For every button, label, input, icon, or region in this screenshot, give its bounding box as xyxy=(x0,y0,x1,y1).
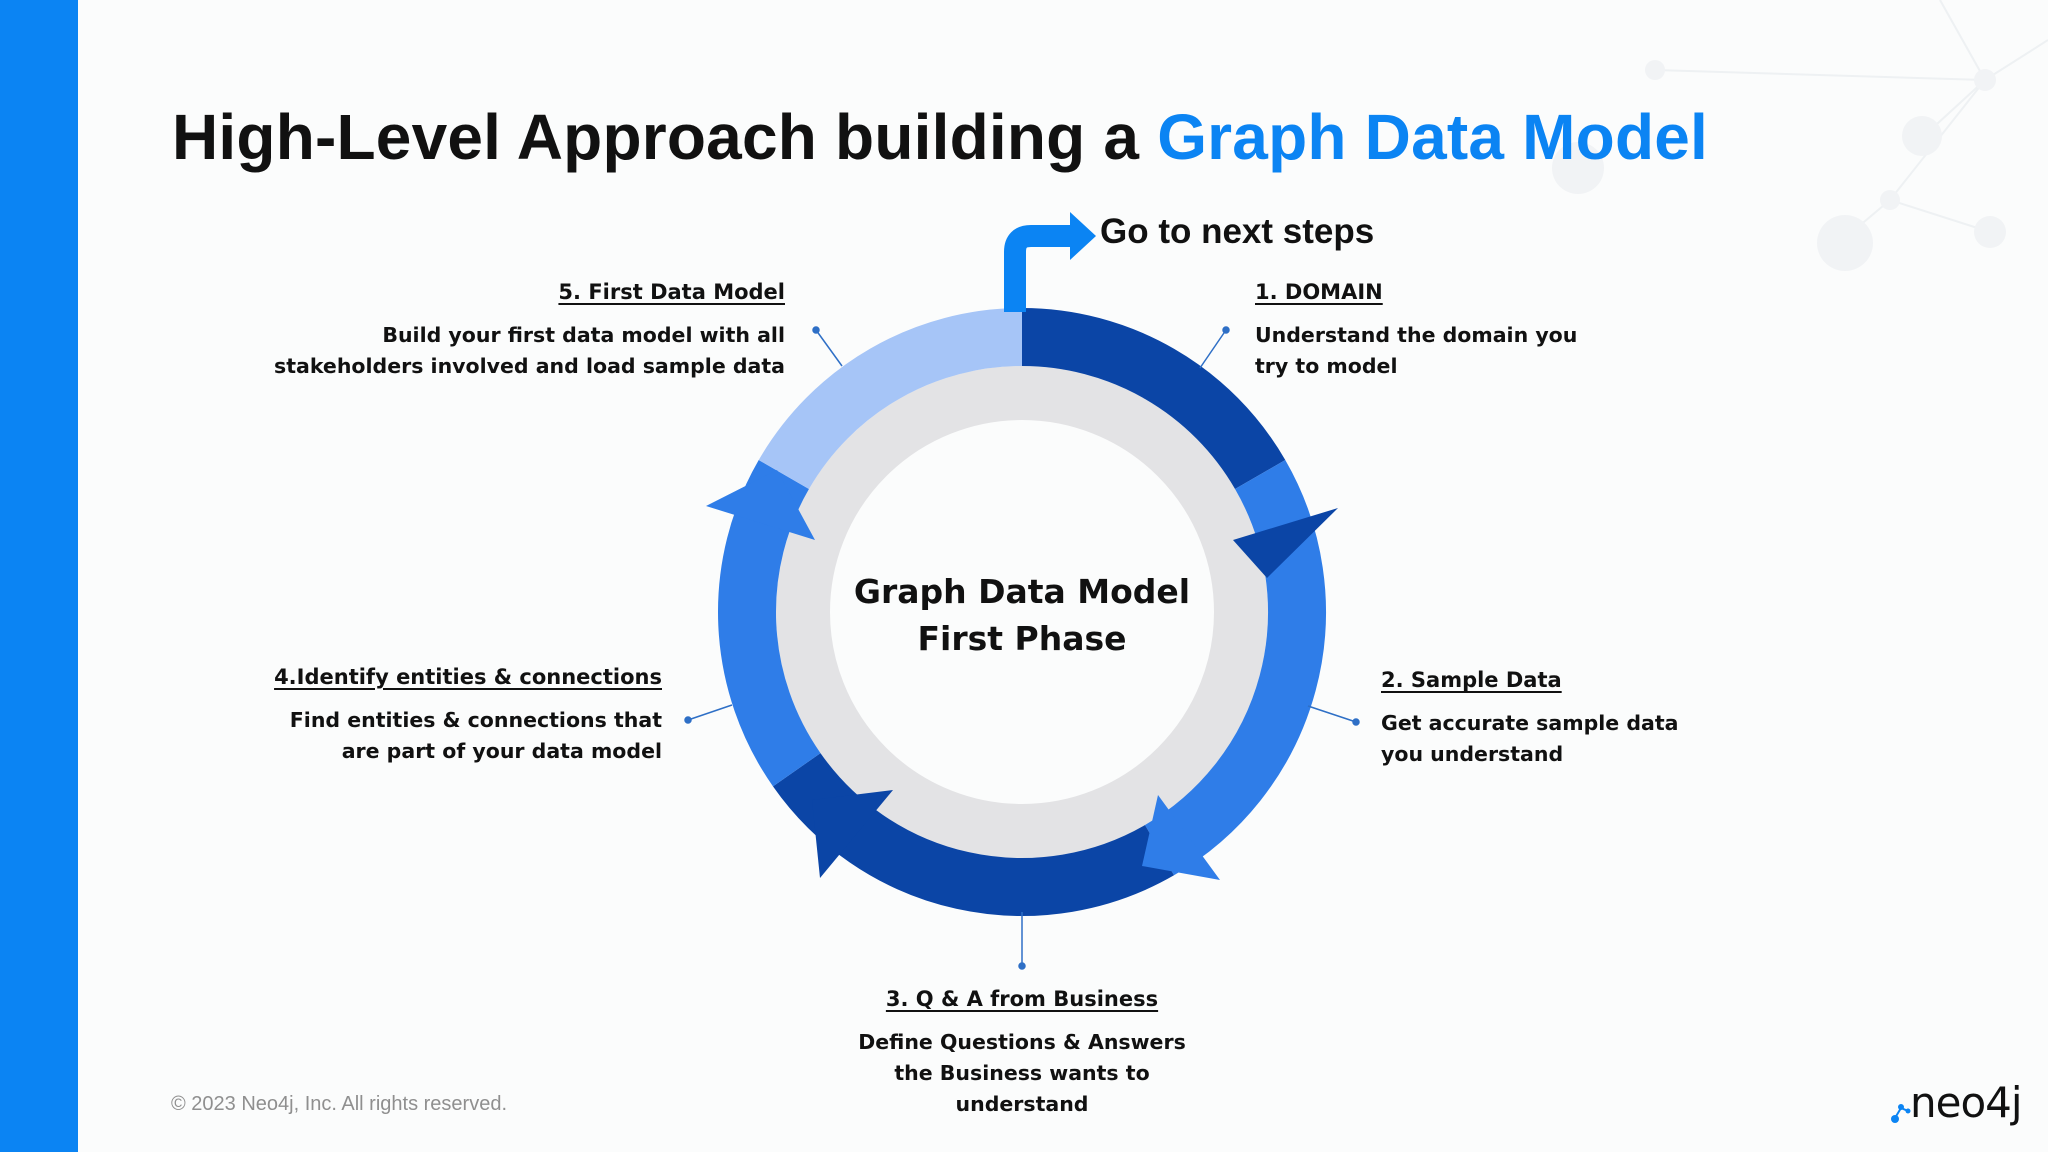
copyright-text: © 2023 Neo4j, Inc. All rights reserved. xyxy=(171,1093,508,1115)
connector-entities xyxy=(687,704,733,721)
connector-first-model-dot xyxy=(812,326,820,334)
step-desc: Understand the domain you try to model xyxy=(1255,320,1577,382)
step-desc-line: Understand the domain you xyxy=(1255,323,1578,347)
logo-wordmark: neo4j xyxy=(1910,1078,2023,1127)
inner-ring xyxy=(776,366,1268,858)
step-desc: Get accurate sample data you understand xyxy=(1381,708,1678,770)
connector-first-model xyxy=(815,329,843,367)
next-steps-arrow-shaft xyxy=(1004,225,1072,312)
step-desc-line: understand xyxy=(955,1092,1089,1116)
step-title: 2. Sample Data xyxy=(1381,668,1562,692)
step-desc-line: stakeholders involved and load sample da… xyxy=(274,354,785,378)
arrowhead-qa xyxy=(812,790,893,878)
step-title: 4.Identify entities & connections xyxy=(274,665,662,689)
step-qa-business: 3. Q & A from Business Define Questions … xyxy=(822,985,1222,1120)
step-desc-line: you understand xyxy=(1381,742,1564,766)
step-identify-entities: 4.Identify entities & connections Find e… xyxy=(262,663,662,767)
step-desc-line: the Business wants to xyxy=(894,1061,1150,1085)
segment-domain xyxy=(1021,308,1286,490)
segment-first-model xyxy=(758,308,1023,490)
neo4j-logo: neo4j xyxy=(1890,1078,2023,1128)
center-label-line2: First Phase xyxy=(917,619,1127,658)
step-title: 1. DOMAIN xyxy=(1255,280,1383,304)
connector-sample-data xyxy=(1307,705,1357,723)
left-accent-bar xyxy=(0,0,78,1152)
center-label: Graph Data Model First Phase xyxy=(822,568,1222,662)
next-steps-label: Go to next steps xyxy=(1100,212,1375,251)
connector-sample-data-dot xyxy=(1352,718,1360,726)
connector-entities-dot xyxy=(684,716,692,724)
step-desc-line: try to model xyxy=(1255,354,1398,378)
connector-qa-dot xyxy=(1018,962,1026,970)
step-desc: Find entities & connections that are par… xyxy=(262,705,662,767)
connector-domain xyxy=(1199,329,1227,369)
slide-title: High-Level Approach building a Graph Dat… xyxy=(172,100,1708,174)
next-steps-arrowhead xyxy=(1070,212,1096,260)
step-title: 3. Q & A from Business xyxy=(885,987,1159,1011)
title-accent: Graph Data Model xyxy=(1157,101,1709,173)
step-desc-line: Get accurate sample data xyxy=(1381,711,1679,735)
neo4j-dots-icon xyxy=(1891,1104,1911,1123)
arrowhead-sample-data xyxy=(1142,795,1220,880)
step-title: 5. First Data Model xyxy=(558,280,785,304)
step-sample-data: 2. Sample Data Get accurate sample data … xyxy=(1381,666,1678,770)
step-domain: 1. DOMAIN Understand the domain you try … xyxy=(1255,278,1577,382)
step-desc: Define Questions & Answers the Business … xyxy=(822,1027,1222,1120)
connector-domain-dot xyxy=(1222,326,1230,334)
title-main: High-Level Approach building a xyxy=(172,101,1158,173)
arrowhead-entities xyxy=(706,470,815,540)
step-desc-line: Build your first data model with all xyxy=(382,323,785,347)
step-desc-line: Find entities & connections that xyxy=(289,708,662,732)
step-desc-line: are part of your data model xyxy=(341,739,662,763)
step-desc-line: Define Questions & Answers xyxy=(858,1030,1186,1054)
arrowhead-domain xyxy=(1233,508,1338,578)
step-first-data-model: 5. First Data Model Build your first dat… xyxy=(235,278,785,382)
center-label-line1: Graph Data Model xyxy=(853,572,1191,611)
step-desc: Build your first data model with all sta… xyxy=(235,320,785,382)
